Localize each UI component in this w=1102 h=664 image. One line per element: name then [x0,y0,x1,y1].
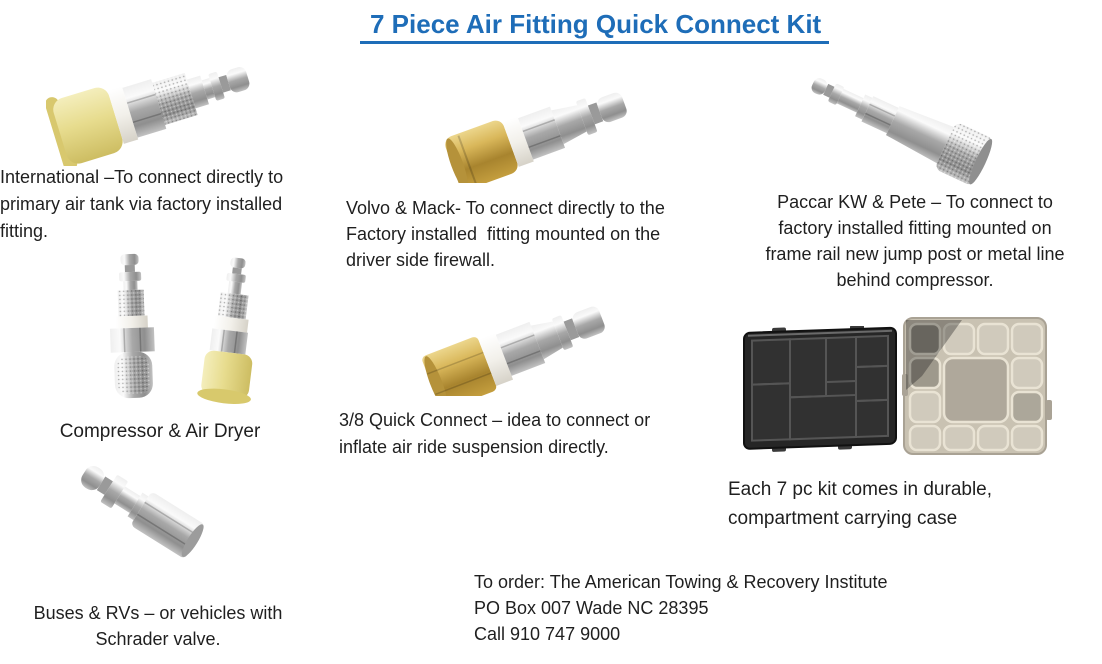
order-line: PO Box 007 Wade NC 28395 [474,598,709,618]
description-line: Volvo & Mack- To connect directly to the [346,198,665,218]
description-line: primary air tank via factory installed [0,194,283,214]
description-line: compartment carrying case [728,508,958,529]
international-fitting-image [46,46,258,166]
paccar-description: Paccar KW & Pete – To connect to factory… [742,189,1088,293]
quick-connect-38-description: 3/8 Quick Connect – idea to connect or i… [339,407,674,461]
volvo-mack-description: Volvo & Mack- To connect directly to the… [346,195,696,273]
order-line: Call 910 747 9000 [474,624,621,644]
paccar-fitting-image [798,62,1003,187]
international-description: International –To connect directly to pr… [0,164,300,245]
description-line: inflate air ride suspension directly. [339,437,609,457]
description-line: Each 7 pc kit comes in durable, [728,479,993,500]
description-line: Paccar KW & Pete – To connect to [777,192,1053,212]
carrying-case-description: Each 7 pc kit comes in durable, compartm… [728,475,1048,533]
description-line: frame rail new jump post or metal line [765,244,1065,264]
description-line: fitting. [0,221,49,241]
order-info: To order: The American Towing & Recovery… [474,569,944,647]
order-line: To order: The American Towing & Recovery… [474,572,888,592]
description-line: International –To connect directly to [0,167,284,187]
description-line: factory installed fitting mounted on [778,218,1052,238]
carrying-case-tray-image [742,326,900,452]
air-dryer-fitting-image [192,255,276,410]
page-title: 7 Piece Air Fitting Quick Connect Kit [360,9,830,44]
carrying-case-lid-image [902,316,1052,458]
description-line: Factory installed fitting mounted on the [346,224,661,244]
description-line: Schrader valve. [95,629,221,649]
buses-rvs-description: Buses & RVs – or vehicles with Schrader … [8,600,308,652]
description-line: driver side firewall. [346,250,496,270]
volvo-mack-fitting-image [438,78,663,183]
description-line: behind compressor. [836,270,994,290]
description-line: Buses & RVs – or vehicles with [33,603,283,623]
description-line: 3/8 Quick Connect – idea to connect or [339,410,651,430]
buses-rvs-fitting-image [62,456,237,581]
compressor-fitting-image [96,250,168,410]
compressor-air-dryer-label: Compressor & Air Dryer [59,421,261,442]
quick-connect-38-fitting-image [418,296,638,396]
